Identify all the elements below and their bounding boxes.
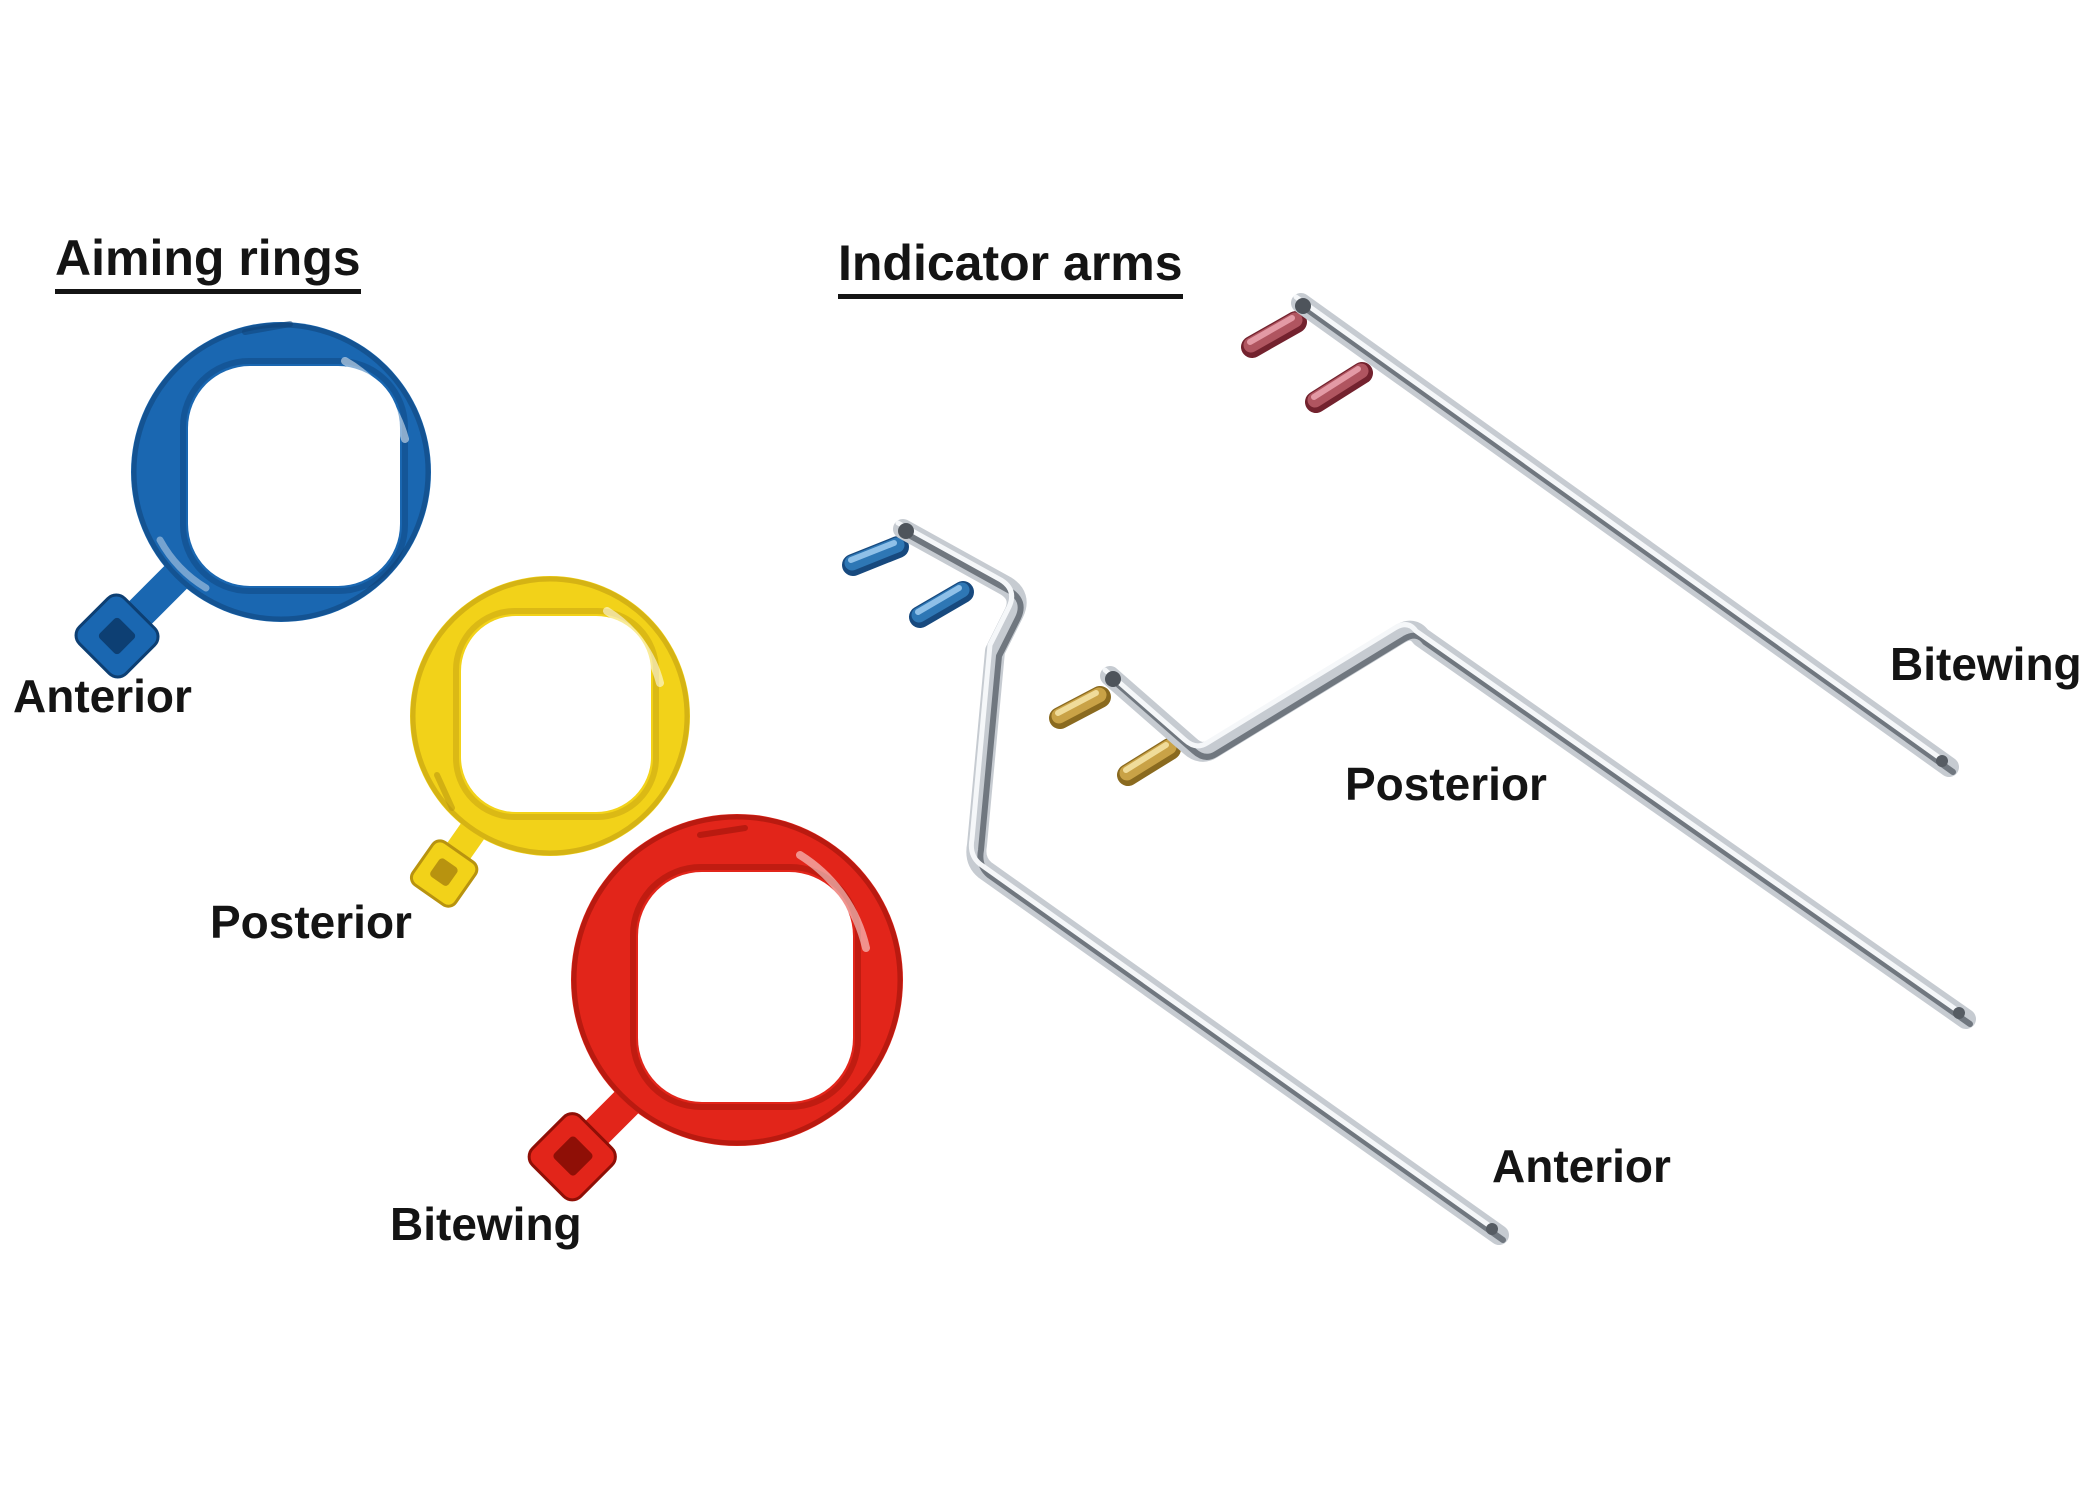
- aiming-rings-heading: Aiming rings: [55, 232, 361, 294]
- nub-hole: [98, 617, 136, 655]
- indicator-arm-anterior: [842, 523, 1503, 1240]
- pin-highlight: [1123, 742, 1169, 773]
- pin-body: [1307, 363, 1369, 408]
- pin-highlight: [915, 585, 962, 615]
- ring-hole: [188, 366, 400, 586]
- aiming-ring-posterior: [409, 576, 690, 908]
- pin-body: [1119, 739, 1177, 781]
- indicator-arms-heading: Indicator arms: [838, 237, 1183, 299]
- ring-outer-edge: [571, 814, 903, 1146]
- pin-red-1: [1241, 311, 1307, 358]
- arm-tip-cap: [898, 523, 914, 539]
- arm-end-opening: [1486, 1223, 1498, 1235]
- indicator-arm-bitewing: [1241, 297, 1953, 772]
- pin-blue-1: [842, 536, 909, 576]
- arm-tip-cap: [1105, 671, 1121, 687]
- pin-red-2: [1305, 362, 1373, 413]
- nub-hole: [430, 858, 458, 886]
- arm-end-opening: [1953, 1007, 1965, 1019]
- pin-body: [1243, 312, 1303, 353]
- ring-outer-edge: [410, 576, 690, 856]
- ring-glint: [796, 851, 870, 952]
- ring-label-bitewing: Bitewing: [390, 1198, 582, 1250]
- ring-texture: [434, 772, 455, 811]
- pin-body: [911, 582, 970, 623]
- pin-body: [1051, 687, 1107, 724]
- ring-glint: [341, 357, 409, 443]
- arm-tip-cap: [1295, 298, 1311, 314]
- arm-bar-highlight: [1296, 297, 1944, 761]
- ring-texture: [242, 321, 293, 335]
- pin-blue-2: [909, 581, 974, 628]
- aiming-ring-anterior: [74, 321, 431, 679]
- pin-highlight: [1311, 366, 1361, 400]
- ring-label-posterior: Posterior: [210, 896, 412, 948]
- arm-end-opening: [1936, 755, 1948, 767]
- ring-glint: [603, 607, 664, 687]
- ring-hole-edge: [630, 864, 861, 1110]
- ring-glint: [156, 536, 210, 592]
- indicator-arm-posterior: [1049, 625, 1970, 1024]
- ring-label-anterior: Anterior: [13, 670, 192, 722]
- pin-gold-2: [1117, 738, 1181, 786]
- ring-hole-edge: [453, 608, 659, 820]
- pin-highlight: [848, 540, 897, 563]
- ring-hole-edge: [180, 358, 408, 594]
- arm-label-anterior: Anterior: [1492, 1140, 1671, 1192]
- ring-hole: [461, 616, 651, 812]
- pin-highlight: [1055, 690, 1099, 716]
- arm-label-posterior: Posterior: [1345, 758, 1547, 810]
- pin-gold-1: [1049, 686, 1111, 729]
- arm-bar-shade: [1305, 308, 1953, 772]
- aiming-ring-bitewing: [527, 814, 903, 1202]
- pin-highlight: [1247, 315, 1295, 345]
- ring-texture: [697, 825, 748, 838]
- nub-hole: [553, 1136, 593, 1176]
- ring-hole: [638, 872, 853, 1102]
- arm-label-bitewing: Bitewing: [1890, 638, 2082, 690]
